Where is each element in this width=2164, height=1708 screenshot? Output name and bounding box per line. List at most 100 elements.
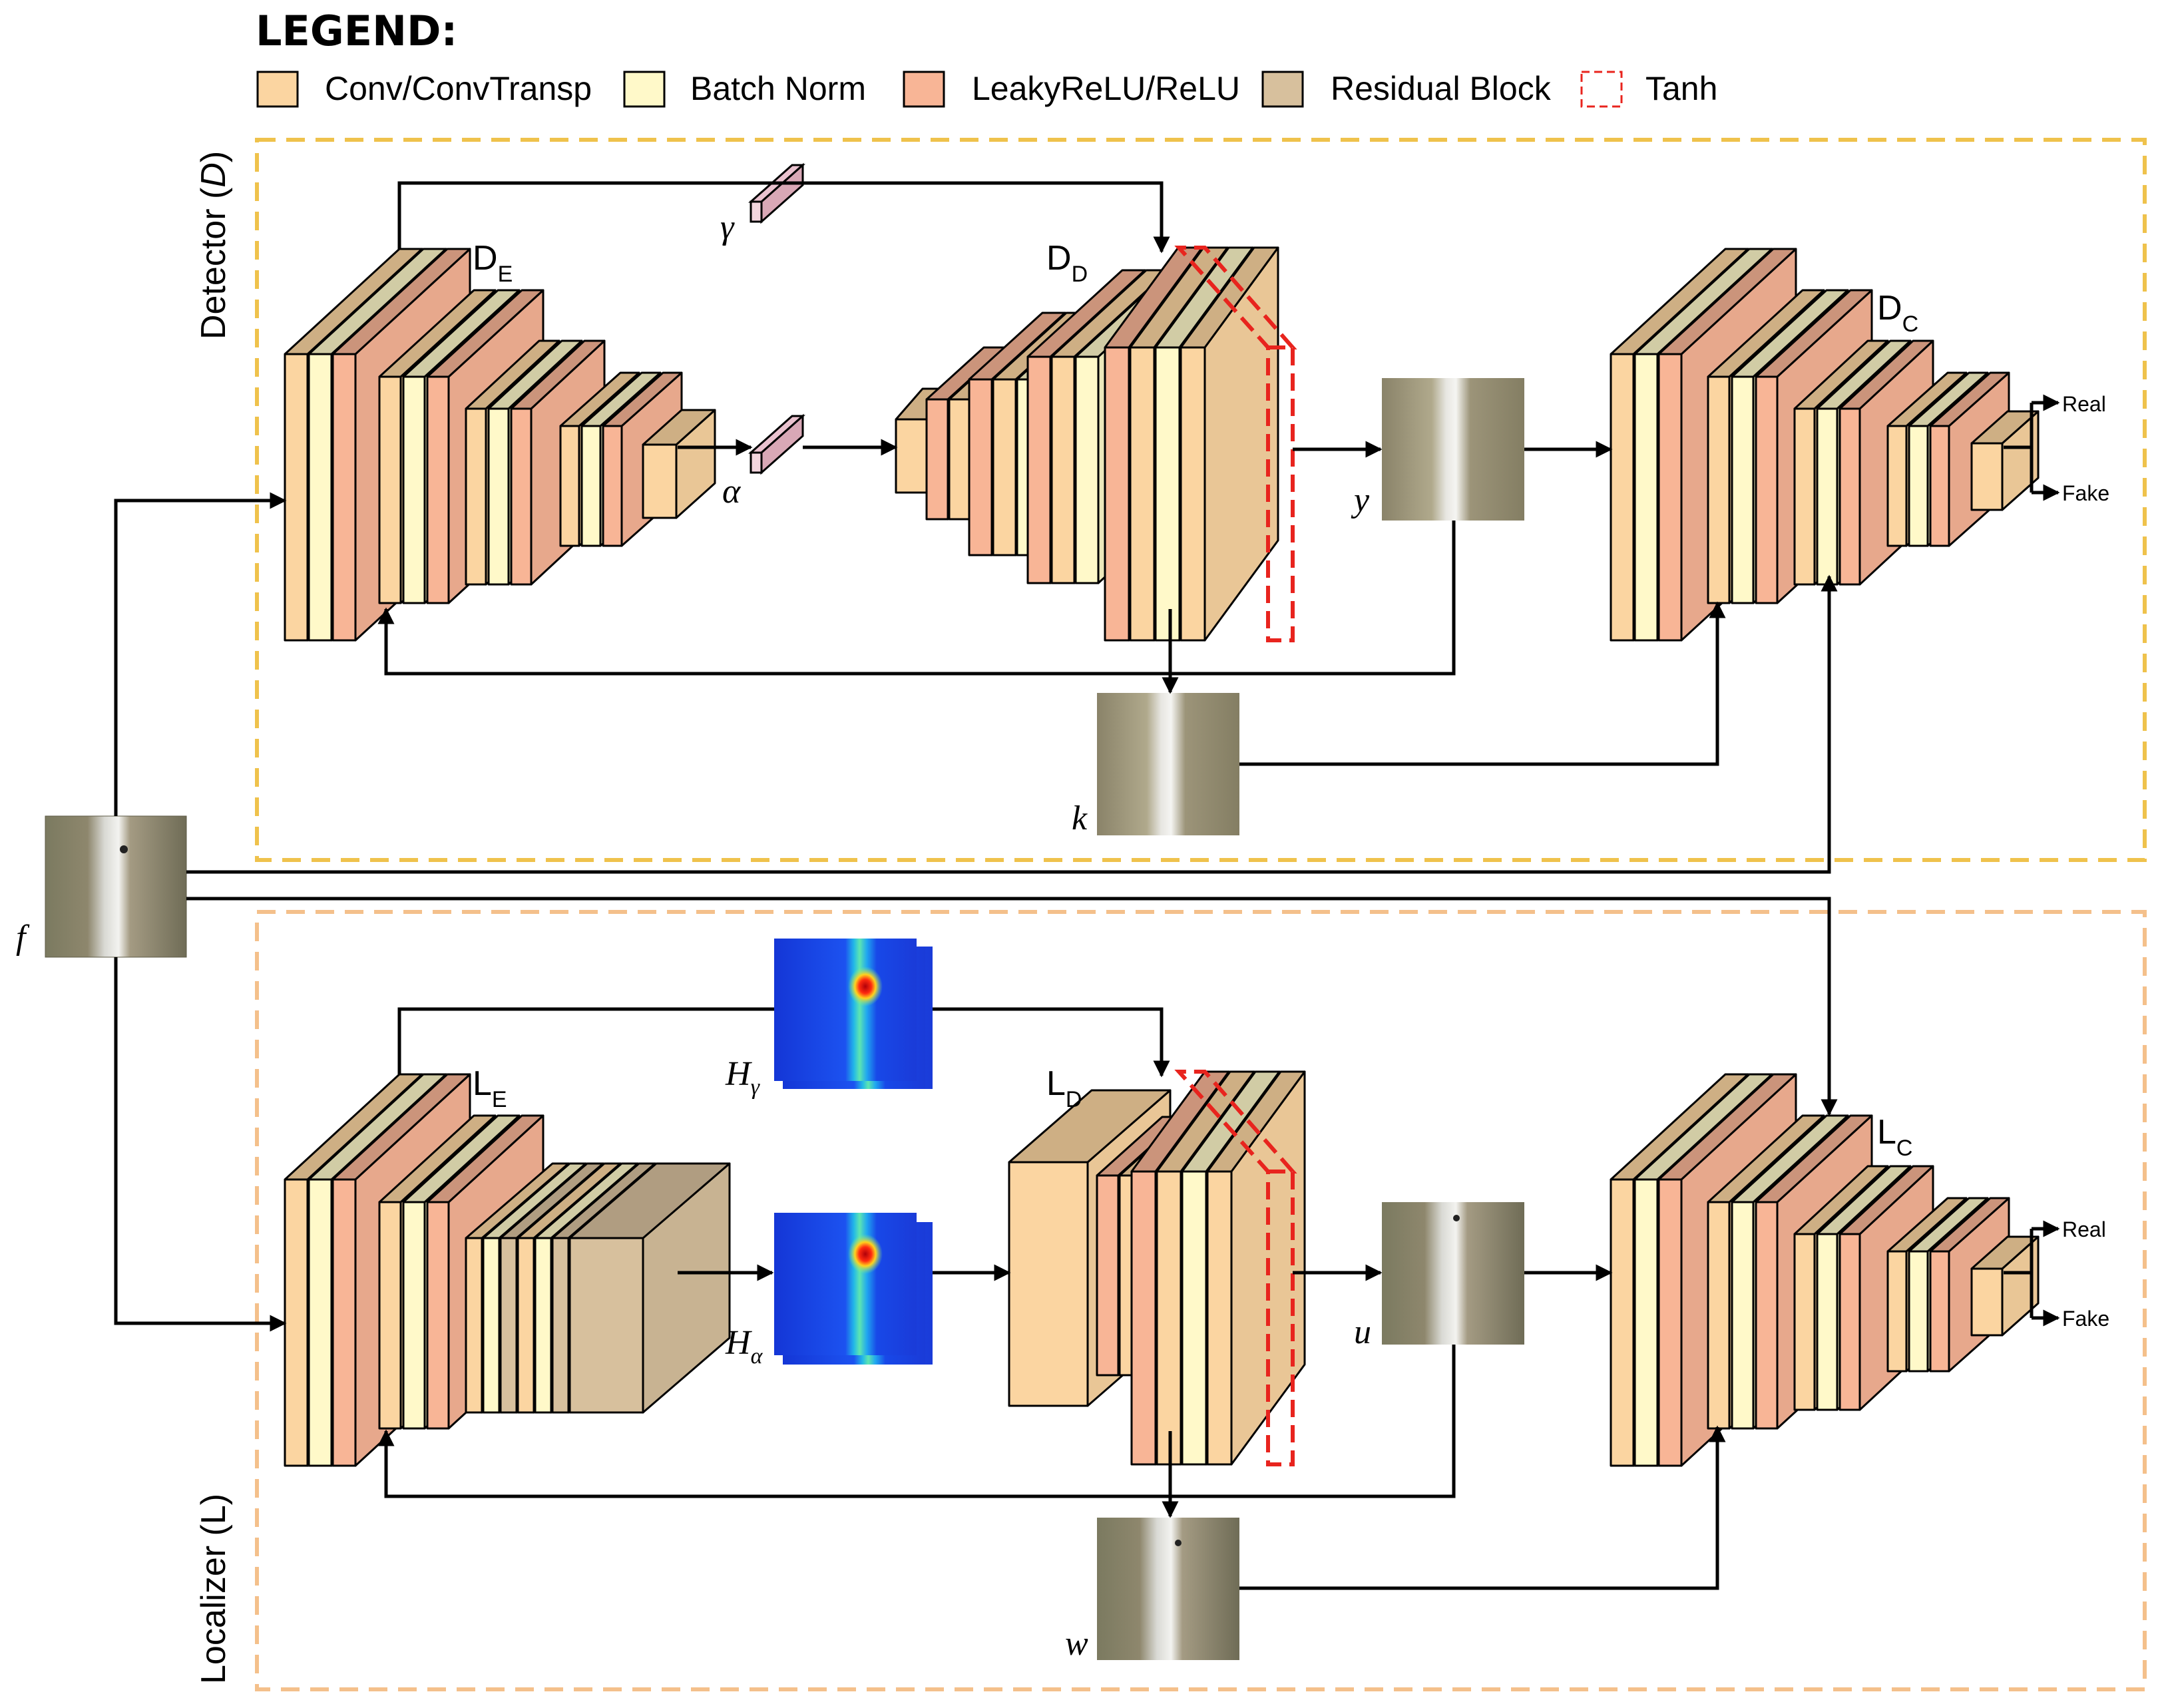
label-alpha: α <box>722 473 742 511</box>
lc-block2-2-front <box>1755 1201 1779 1430</box>
dc-block1-0-front <box>1610 353 1635 642</box>
dc-block3-0-front <box>1793 407 1816 586</box>
dd-block4-1-front <box>1129 346 1156 642</box>
legend-label-conv: Conv/ConvTransp <box>325 70 592 107</box>
ld-block2-3-front <box>1206 1170 1233 1466</box>
de-block1-2-front <box>331 353 357 642</box>
ld-block2-1-front <box>1156 1170 1182 1466</box>
label-d-e: DE <box>473 239 513 287</box>
de-block3-1-front <box>487 407 510 586</box>
arrow-f-to-le <box>114 957 287 1332</box>
lc-block1-2-front <box>1657 1178 1683 1467</box>
input-image-f <box>45 815 187 958</box>
lc-block3-0-front <box>1793 1233 1816 1411</box>
de-block3-0-front <box>465 407 487 586</box>
dd-block1-1-front <box>948 398 972 521</box>
ld-block2-2-front <box>1181 1170 1207 1466</box>
dd-block3-1-front <box>1050 355 1076 584</box>
de-block4-1-front <box>580 425 602 547</box>
le-block1-1-front <box>308 1178 333 1467</box>
legend-swatch-relu <box>903 71 945 108</box>
dd-block2-1-front <box>992 378 1017 556</box>
le-block2-2-front <box>426 1201 450 1430</box>
legend-swatch-batchnorm <box>623 71 666 108</box>
dc-block2-2-front <box>1755 375 1779 604</box>
lc-block1-1-front <box>1633 1178 1659 1467</box>
arrow-k-to-dc <box>1239 601 1726 766</box>
detector-title: Detector (D) <box>194 151 233 339</box>
de-block2-0-front <box>378 375 402 604</box>
dc-out-front <box>1970 442 2004 511</box>
ld-block1-0-front <box>1096 1174 1120 1377</box>
le-residual-0-front <box>465 1237 483 1414</box>
detector-frame <box>255 138 2147 862</box>
de-block1-0-front <box>284 353 309 642</box>
lc-block3-2-front <box>1839 1233 1861 1411</box>
arrow-skip-gamma <box>397 181 1170 254</box>
de-block2-2-front <box>426 375 450 604</box>
le-residual-4-front <box>534 1237 552 1414</box>
image-w <box>1097 1518 1239 1660</box>
le-residual-6-front <box>568 1237 644 1414</box>
legend: LEGEND: Conv/ConvTransp Batch Norm Leaky… <box>256 7 1717 108</box>
arrow-f-to-lc <box>186 897 1838 1116</box>
dd-in-front <box>895 418 928 494</box>
layer-stacks <box>284 246 2040 1467</box>
localizer-output-branch <box>2004 1229 2034 1318</box>
le-residual-3-front <box>517 1237 535 1414</box>
arrow-f-to-de <box>114 492 287 816</box>
legend-label-residual: Residual Block <box>1331 70 1552 107</box>
label-l-real: Real <box>2062 1217 2106 1241</box>
lc-block4-0-front <box>1886 1250 1908 1373</box>
detector-output-branch <box>2004 401 2057 495</box>
localizer-tanh-bracket <box>1174 1070 1297 1466</box>
ld-block2-0-front <box>1130 1170 1157 1466</box>
dc-block1-2-front <box>1657 353 1683 642</box>
le-block2-1-front <box>402 1201 426 1430</box>
heatmap-h-alpha <box>774 1213 933 1365</box>
heatmap-h-gamma <box>774 939 933 1089</box>
gamma-vector <box>748 162 805 224</box>
detector-tanh-bracket <box>1174 246 1297 642</box>
legend-label-tanh: Tanh <box>1645 70 1717 107</box>
le-residual-2-front <box>499 1237 518 1414</box>
de-block2-1-front <box>402 375 426 604</box>
dc-block3-2-front <box>1839 407 1861 586</box>
label-d-real: Real <box>2062 392 2106 416</box>
lc-block4-2-front <box>1929 1250 1950 1373</box>
image-y <box>1382 378 1524 521</box>
dc-block2-1-front <box>1731 375 1755 604</box>
legend-swatch-residual <box>1261 71 1304 108</box>
de-block4-2-front <box>602 425 623 547</box>
label-u: u <box>1354 1313 1371 1351</box>
label-k: k <box>1072 799 1088 837</box>
lc-out-front <box>1970 1267 2004 1337</box>
dd-block1-0-front <box>925 398 949 521</box>
alpha-vector <box>748 413 805 475</box>
label-l-e: LE <box>473 1064 507 1112</box>
arrow-u-feedback <box>377 1345 1456 1498</box>
legend-label-batchnorm: Batch Norm <box>690 70 866 107</box>
lc-block2-1-front <box>1731 1201 1755 1430</box>
lc-block4-1-front <box>1908 1250 1929 1373</box>
de-block1-1-front <box>308 353 333 642</box>
le-residual-5-front <box>551 1237 570 1414</box>
le-block2-0-front <box>378 1201 402 1430</box>
dd-block2-0-front <box>968 378 993 556</box>
arrow-hgamma-to-ld <box>933 1007 1170 1078</box>
dc-block4-0-front <box>1886 425 1908 547</box>
label-h-gamma: Hγ <box>725 1055 761 1100</box>
dd-block4-2-front <box>1154 346 1181 642</box>
label-l-fake: Fake <box>2062 1307 2109 1331</box>
dd-block4-0-front <box>1104 346 1130 642</box>
legend-title: LEGEND: <box>256 7 457 55</box>
dc-block3-1-front <box>1816 407 1839 586</box>
label-d-fake: Fake <box>2062 481 2109 505</box>
ld-in-front <box>1008 1161 1089 1407</box>
label-d-d: DD <box>1046 239 1088 287</box>
le-block1-2-front <box>331 1178 357 1467</box>
arrow-y-feedback <box>377 521 1456 676</box>
dc-block4-1-front <box>1908 425 1929 547</box>
dc-block2-0-front <box>1707 375 1731 604</box>
